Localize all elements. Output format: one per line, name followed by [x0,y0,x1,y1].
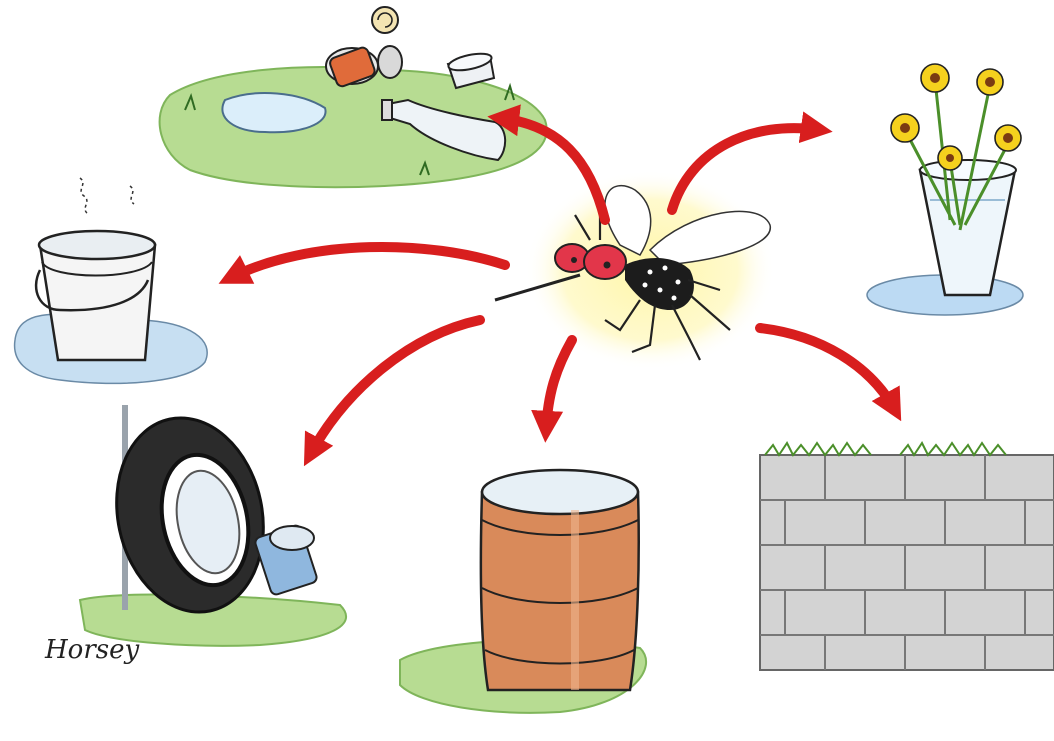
bucket-icon [34,229,157,362]
mosquito-eye [583,244,627,280]
flowers-icon [890,63,1022,231]
arrow-to-bucket [218,241,510,284]
mosquito [494,170,775,370]
artist-signature: Horsey [44,635,139,665]
scene-brick-wall [759,441,1054,671]
can-icon [254,524,318,596]
arrow-to-vase [667,111,833,215]
mosquito-proboscis [494,273,581,302]
arrow-to-wall [755,323,902,422]
arrow-to-tire [303,315,485,467]
mosquito-legs [574,214,731,361]
arrow-to-litter [487,104,610,225]
puddle [221,92,327,134]
mosquito-wing [648,210,771,266]
scene-tire [78,405,347,647]
arrow-to-barrel [531,335,577,443]
glass-bottle-icon [381,98,507,162]
oil-barrel-icon [479,468,640,692]
arrows [218,104,902,467]
plastic-cup-icon [446,52,496,90]
mosquito-body [625,258,694,310]
tire-icon [115,416,265,614]
scene-yard-litter [158,6,548,189]
scene-bucket [13,177,208,385]
scene-flower-vase [866,63,1024,316]
brick-wall [759,454,1054,671]
tin-can-icon [325,6,403,88]
scene-barrel [399,468,647,714]
